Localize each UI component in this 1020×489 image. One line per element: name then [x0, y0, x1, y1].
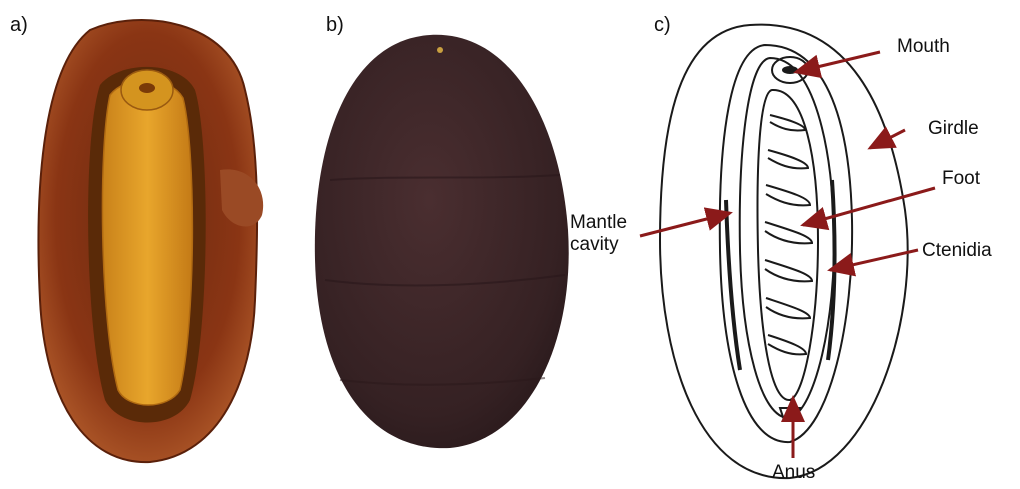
panel-label-c: c)	[654, 14, 671, 37]
label-ctenidia: Ctenidia	[922, 240, 992, 262]
label-mantle-cavity: Mantle cavity	[570, 212, 627, 256]
label-mantle-cavity-line1: Mantle	[570, 212, 627, 234]
panel-label-b: b)	[326, 14, 344, 37]
callout-arrows	[640, 52, 935, 458]
anatomy-line-drawing	[660, 25, 908, 478]
arrow-ctenidia	[830, 250, 918, 270]
label-anus: Anus	[772, 462, 815, 484]
label-mantle-cavity-line2: cavity	[570, 234, 627, 256]
panel-label-a: a)	[10, 14, 28, 37]
arrow-mantle-cavity	[640, 213, 730, 236]
arrow-foot	[803, 188, 935, 225]
label-mouth: Mouth	[897, 36, 950, 58]
label-foot: Foot	[942, 168, 980, 190]
dorsal-view-photo	[315, 35, 569, 448]
ventral-view-photo	[38, 20, 263, 462]
label-girdle: Girdle	[928, 118, 979, 140]
